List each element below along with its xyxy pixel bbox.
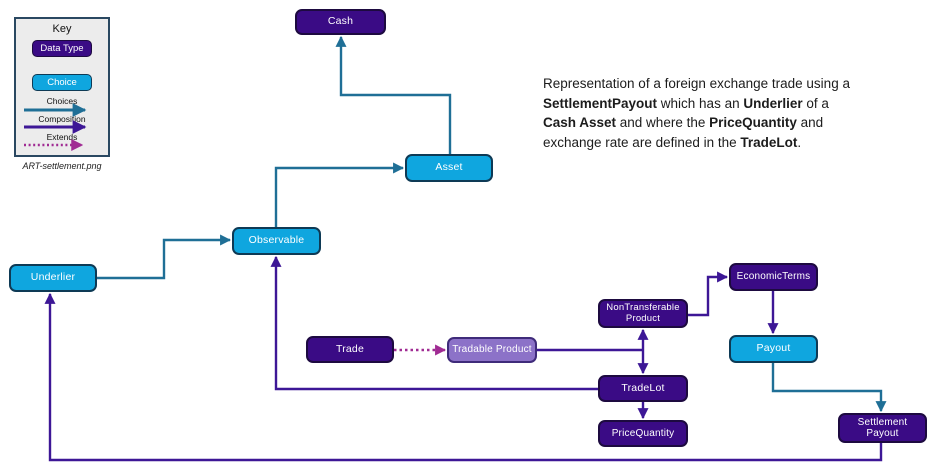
description-segment-bold: PriceQuantity [709, 115, 797, 130]
description-segment: which has an [657, 95, 744, 111]
key-choice-label: Choice [47, 77, 77, 88]
node-tradelot-label: TradeLot [621, 381, 665, 394]
description-line: Representation of a foreign exchange tra… [543, 74, 918, 94]
description-line: exchange rate are defined in the TradeLo… [543, 133, 918, 153]
arrow-tradelot-to-observable [270, 255, 598, 391]
node-tradable-product-label: Tradable Product [452, 344, 532, 356]
description-segment-bold: TradeLot [740, 134, 798, 150]
description-segment: exchange rate are defined in the [543, 134, 741, 150]
description-segment-bold: Cash Asset [543, 115, 617, 130]
node-economic-terms: EconomicTerms [729, 263, 818, 291]
arrow-asset-to-cash [335, 35, 452, 154]
node-trade-label: Trade [335, 342, 365, 355]
key-title: Key [52, 23, 72, 35]
description-segment: and [796, 115, 824, 130]
key-choice-swatch: Choice [32, 74, 92, 91]
node-payout-label: Payout [756, 342, 791, 355]
description-line: SettlementPayout which has an Underlier … [543, 94, 918, 114]
description-line: Cash Asset and where the PriceQuantity a… [543, 113, 918, 133]
node-observable-label: Observable [248, 234, 305, 247]
node-underlier-label: Underlier [30, 271, 76, 284]
node-settlement-payout: Settlement Payout [838, 413, 927, 443]
node-underlier: Underlier [9, 264, 97, 292]
key-data-type-swatch: Data Type [32, 40, 92, 57]
key-extends-arrow-label: Extends [46, 132, 78, 142]
arrow-nontransferable-product-to-economic-terms [688, 271, 729, 317]
node-trade: Trade [306, 336, 394, 363]
node-tradelot: TradeLot [598, 375, 688, 402]
diagram-filename-caption: ART-settlement.png [22, 161, 102, 171]
node-nontransferable-product: NonTransferable Product [598, 299, 688, 328]
node-price-quantity: PriceQuantity [598, 420, 688, 447]
node-price-quantity-label: PriceQuantity [611, 427, 675, 439]
key-choices-arrow-label: Choices [46, 96, 78, 106]
arrow-payout-to-settlement-payout [771, 363, 887, 413]
key-data-type-label: Data Type [40, 43, 84, 54]
node-observable: Observable [232, 227, 321, 255]
description-segment-bold: SettlementPayout [543, 95, 658, 111]
node-payout: Payout [729, 335, 818, 363]
description-segment: Representation of a foreign exchange tra… [543, 76, 850, 91]
node-asset: Asset [405, 154, 493, 182]
node-nontransferable-product-label: NonTransferable Product [606, 301, 680, 324]
node-cash-label: Cash [327, 15, 354, 28]
arrow-observable-to-asset [274, 162, 405, 227]
node-asset-label: Asset [435, 161, 463, 174]
description-segment-bold: Underlier [743, 95, 803, 111]
key-panel: Key Data Type Choice Choices Composition… [14, 17, 110, 157]
key-composition-arrow-label: Composition [38, 114, 86, 124]
node-economic-terms-label: EconomicTerms [736, 271, 811, 283]
arrow-underlier-to-observable [97, 234, 232, 280]
node-tradable-product: Tradable Product [447, 337, 537, 363]
arrow-settlement-payout-to-underlier [44, 292, 883, 462]
description-segment: of a [802, 95, 829, 111]
node-cash: Cash [295, 9, 386, 35]
node-settlement-payout-label: Settlement Payout [857, 416, 908, 439]
description-segment: and where the [616, 115, 710, 130]
description-segment: . [797, 134, 802, 150]
description-text: Representation of a foreign exchange tra… [543, 74, 918, 152]
